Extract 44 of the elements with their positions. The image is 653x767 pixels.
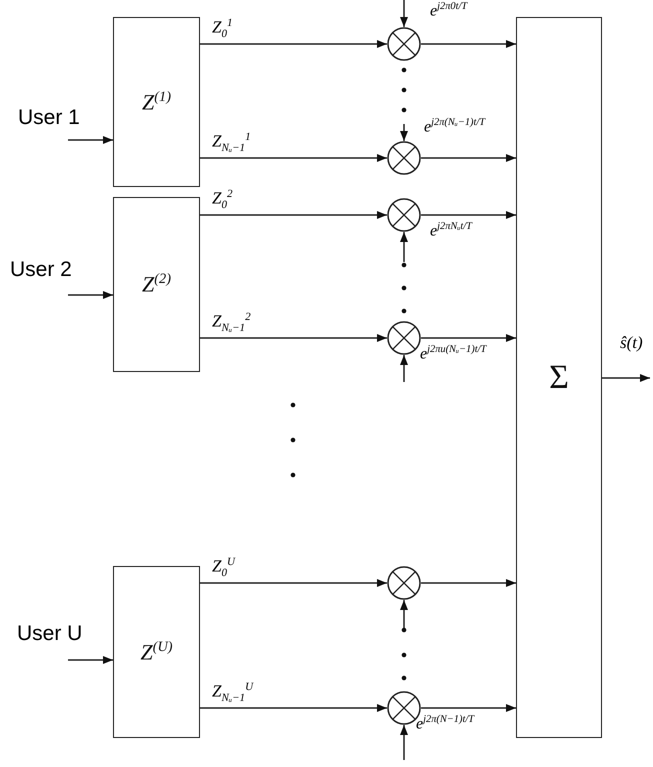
input-label: User U bbox=[17, 622, 82, 646]
exponent-label: e$^{j2πu(Nᵤ−1)t/T}$ bbox=[420, 345, 486, 362]
exponent-label: e$^{j2π(N−1)t/T}$ bbox=[416, 715, 474, 732]
input-label: User 2 bbox=[10, 258, 72, 282]
exponent-label: e$^{j2π0t/T}$ bbox=[430, 2, 468, 20]
arrow bbox=[400, 725, 408, 760]
arrow bbox=[400, 0, 408, 27]
block-label: Z$^{(2)}$ bbox=[142, 271, 171, 298]
arrow bbox=[200, 579, 387, 587]
edge-label: ŝ(t) bbox=[620, 334, 643, 351]
arrow bbox=[68, 136, 113, 144]
input-label: User 1 bbox=[18, 106, 80, 130]
arrow bbox=[200, 154, 387, 162]
arrow bbox=[421, 154, 516, 162]
arrow bbox=[68, 291, 113, 299]
arrow bbox=[421, 40, 516, 48]
multiplier-symbol bbox=[387, 198, 421, 232]
multiplier-symbol bbox=[387, 566, 421, 600]
block-box bbox=[113, 566, 200, 738]
arrow bbox=[200, 40, 387, 48]
arrow bbox=[400, 232, 408, 262]
arrow bbox=[400, 600, 408, 628]
block-box bbox=[113, 17, 200, 187]
arrow bbox=[421, 211, 516, 219]
multiplier-symbol bbox=[387, 321, 421, 355]
arrow bbox=[68, 656, 113, 664]
exponent-label: e$^{j2π(Nᵤ−1)t/T}$ bbox=[424, 118, 486, 136]
exponent-label: e$^{j2πNᵤt/T}$ bbox=[430, 222, 472, 240]
arrow bbox=[400, 355, 408, 382]
arrow bbox=[421, 334, 516, 342]
arrow bbox=[421, 704, 516, 712]
arrow bbox=[200, 334, 387, 342]
multiplier-symbol bbox=[387, 27, 421, 61]
block-label: Z$^{(U)}$ bbox=[140, 638, 173, 666]
sum-symbol: Σ bbox=[549, 358, 569, 396]
arrow bbox=[200, 211, 387, 219]
arrow bbox=[421, 579, 516, 587]
multiplier-symbol bbox=[387, 141, 421, 175]
arrow bbox=[400, 124, 408, 141]
summation-box bbox=[516, 17, 602, 738]
arrow bbox=[200, 704, 387, 712]
arrow bbox=[602, 374, 650, 382]
block-label: Z$^{(1)}$ bbox=[142, 88, 171, 116]
block-box bbox=[113, 197, 200, 372]
